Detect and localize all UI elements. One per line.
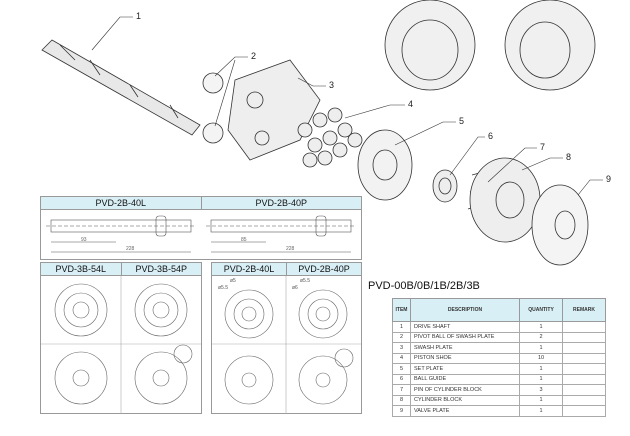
item-cell: 1 xyxy=(392,321,411,333)
callout-3: 3 xyxy=(329,80,335,90)
description-cell: BALL GUIDE xyxy=(410,373,520,385)
column-header: DESCRIPTION xyxy=(410,298,520,322)
remark-cell xyxy=(562,321,606,333)
item-cell: 3 xyxy=(392,342,411,354)
description-cell: CYLINDER BLOCK xyxy=(410,394,520,406)
item-cell: 8 xyxy=(392,394,411,406)
pivot-ball xyxy=(202,122,224,144)
item-cell: 2 xyxy=(392,331,411,343)
description-cell: PIN OF CYLINDER BLOCK xyxy=(410,384,520,396)
remark-cell xyxy=(562,394,606,406)
callout-5: 5 xyxy=(459,116,465,126)
set-plate xyxy=(357,129,413,201)
panel-header: PVD-2B-40L xyxy=(212,263,287,275)
quantity-cell: 1 xyxy=(519,363,563,375)
remark-cell xyxy=(562,384,606,396)
item-cell: 7 xyxy=(392,384,411,396)
panel-header: PVD-3B-54L xyxy=(41,263,122,275)
remark-cell xyxy=(562,342,606,354)
parts-table-title: PVD-00B/0B/1B/2B/3B xyxy=(368,280,480,292)
column-header: REMARK xyxy=(562,298,606,322)
dimension-label: ø5.5 xyxy=(300,278,311,284)
piston-shoes xyxy=(297,107,363,168)
shaft-drawings xyxy=(46,215,356,253)
description-cell: VALVE PLATE xyxy=(410,405,520,417)
column-header: QUANTITY xyxy=(519,298,563,322)
callout-7: 7 xyxy=(540,142,546,152)
plate-drawings xyxy=(41,276,201,414)
pivot-ball xyxy=(202,72,224,94)
dimension-label: 85 xyxy=(241,237,247,243)
callout-9: 9 xyxy=(606,174,612,184)
dimension-label: 228 xyxy=(286,246,295,252)
panel-header: PVD-2B-40L xyxy=(41,197,202,209)
quantity-cell: 1 xyxy=(519,342,563,354)
drive-shaft xyxy=(41,39,201,136)
plate-drawings xyxy=(212,276,361,414)
remark-cell xyxy=(562,405,606,417)
quantity-cell: 1 xyxy=(519,373,563,385)
cylinder-block xyxy=(469,157,541,243)
column-header: ITEM xyxy=(392,298,411,322)
item-cell: 5 xyxy=(392,363,411,375)
remark-cell xyxy=(562,363,606,375)
panel-header: PVD-3B-54P xyxy=(135,264,188,274)
remark-cell xyxy=(562,331,606,343)
remark-cell xyxy=(562,352,606,364)
item-cell: 9 xyxy=(392,405,411,417)
panel-header: PVD-2B-40P xyxy=(255,198,308,208)
plate-panel-3b-54: PVD-3B-54L PVD-3B-54P xyxy=(40,262,202,414)
description-cell: SWASH PLATE xyxy=(410,342,520,354)
description-cell: SET PLATE xyxy=(410,363,520,375)
valve-plate xyxy=(531,184,589,266)
plate-panel-2b-40: PVD-2B-40L PVD-2B-40P ø5 ø5.5 ø5.5 ø6 xyxy=(211,262,362,414)
panel-header: PVD-2B-40P xyxy=(298,264,350,274)
callout-8: 8 xyxy=(566,152,572,162)
quantity-cell: 10 xyxy=(519,352,563,364)
dimension-label: 93 xyxy=(81,237,87,243)
quantity-cell: 1 xyxy=(519,394,563,406)
ball-guide xyxy=(432,169,458,203)
description-cell: PISTON SHOE xyxy=(410,352,520,364)
item-cell: 4 xyxy=(392,352,411,364)
dimension-label: ø5 xyxy=(230,278,236,284)
quantity-cell: 1 xyxy=(519,405,563,417)
callout-6: 6 xyxy=(488,131,494,141)
description-cell: DRIVE SHAFT xyxy=(410,321,520,333)
swash-plate xyxy=(227,59,321,161)
item-cell: 6 xyxy=(392,373,411,385)
pump-assembly-images xyxy=(384,0,596,91)
description-cell: PIVOT BALL OF SWASH PLATE xyxy=(410,331,520,343)
callout-2: 2 xyxy=(251,51,257,61)
dimension-label: 228 xyxy=(126,246,135,252)
quantity-cell: 1 xyxy=(519,321,563,333)
quantity-cell: 2 xyxy=(519,331,563,343)
quantity-cell: 3 xyxy=(519,384,563,396)
remark-cell xyxy=(562,373,606,385)
dimension-label: ø6 xyxy=(292,285,298,291)
dimension-label: ø5.5 xyxy=(218,285,229,291)
shaft-dimension-panel: PVD-2B-40L PVD-2B-40P 93 228 85 228 xyxy=(40,196,362,260)
leader-lines xyxy=(91,16,603,196)
callout-1: 1 xyxy=(136,11,142,21)
callout-4: 4 xyxy=(408,99,414,109)
